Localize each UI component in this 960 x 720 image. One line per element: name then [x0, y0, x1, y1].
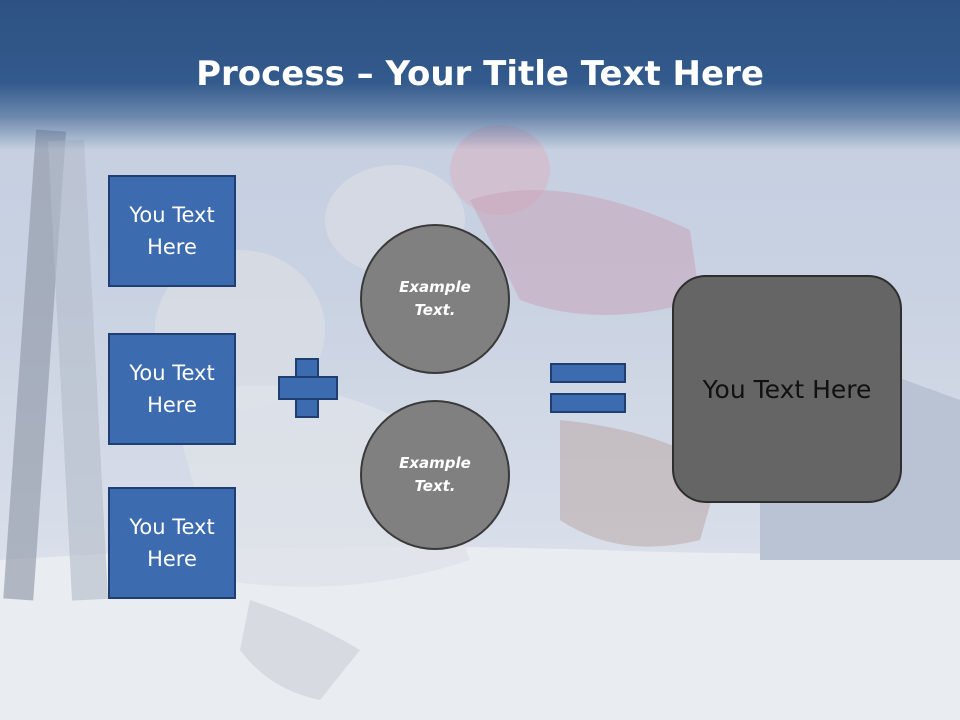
text-box-1: You Text Here: [108, 175, 236, 287]
example-circle-1: Example Text.: [360, 224, 510, 374]
equals-top-bar: [550, 363, 626, 383]
text-box-3-label: You Text Here: [129, 515, 215, 571]
equals-bottom-bar: [550, 393, 626, 413]
title-bold: Process: [196, 54, 345, 94]
example-circle-1-label: Example Text.: [399, 278, 471, 319]
plus-center: [297, 378, 317, 398]
text-box-1-label: You Text Here: [129, 203, 215, 259]
text-box-3: You Text Here: [108, 487, 236, 599]
page-title: Process – Your Title Text Here: [0, 52, 960, 96]
text-box-2-label: You Text Here: [129, 361, 215, 417]
example-circle-2-label: Example Text.: [399, 454, 471, 495]
title-rest: – Your Title Text Here: [344, 54, 764, 94]
result-box: You Text Here: [672, 275, 902, 503]
text-box-2: You Text Here: [108, 333, 236, 445]
example-circle-2: Example Text.: [360, 400, 510, 550]
header-band: [0, 0, 960, 150]
result-box-label: You Text Here: [702, 374, 872, 404]
